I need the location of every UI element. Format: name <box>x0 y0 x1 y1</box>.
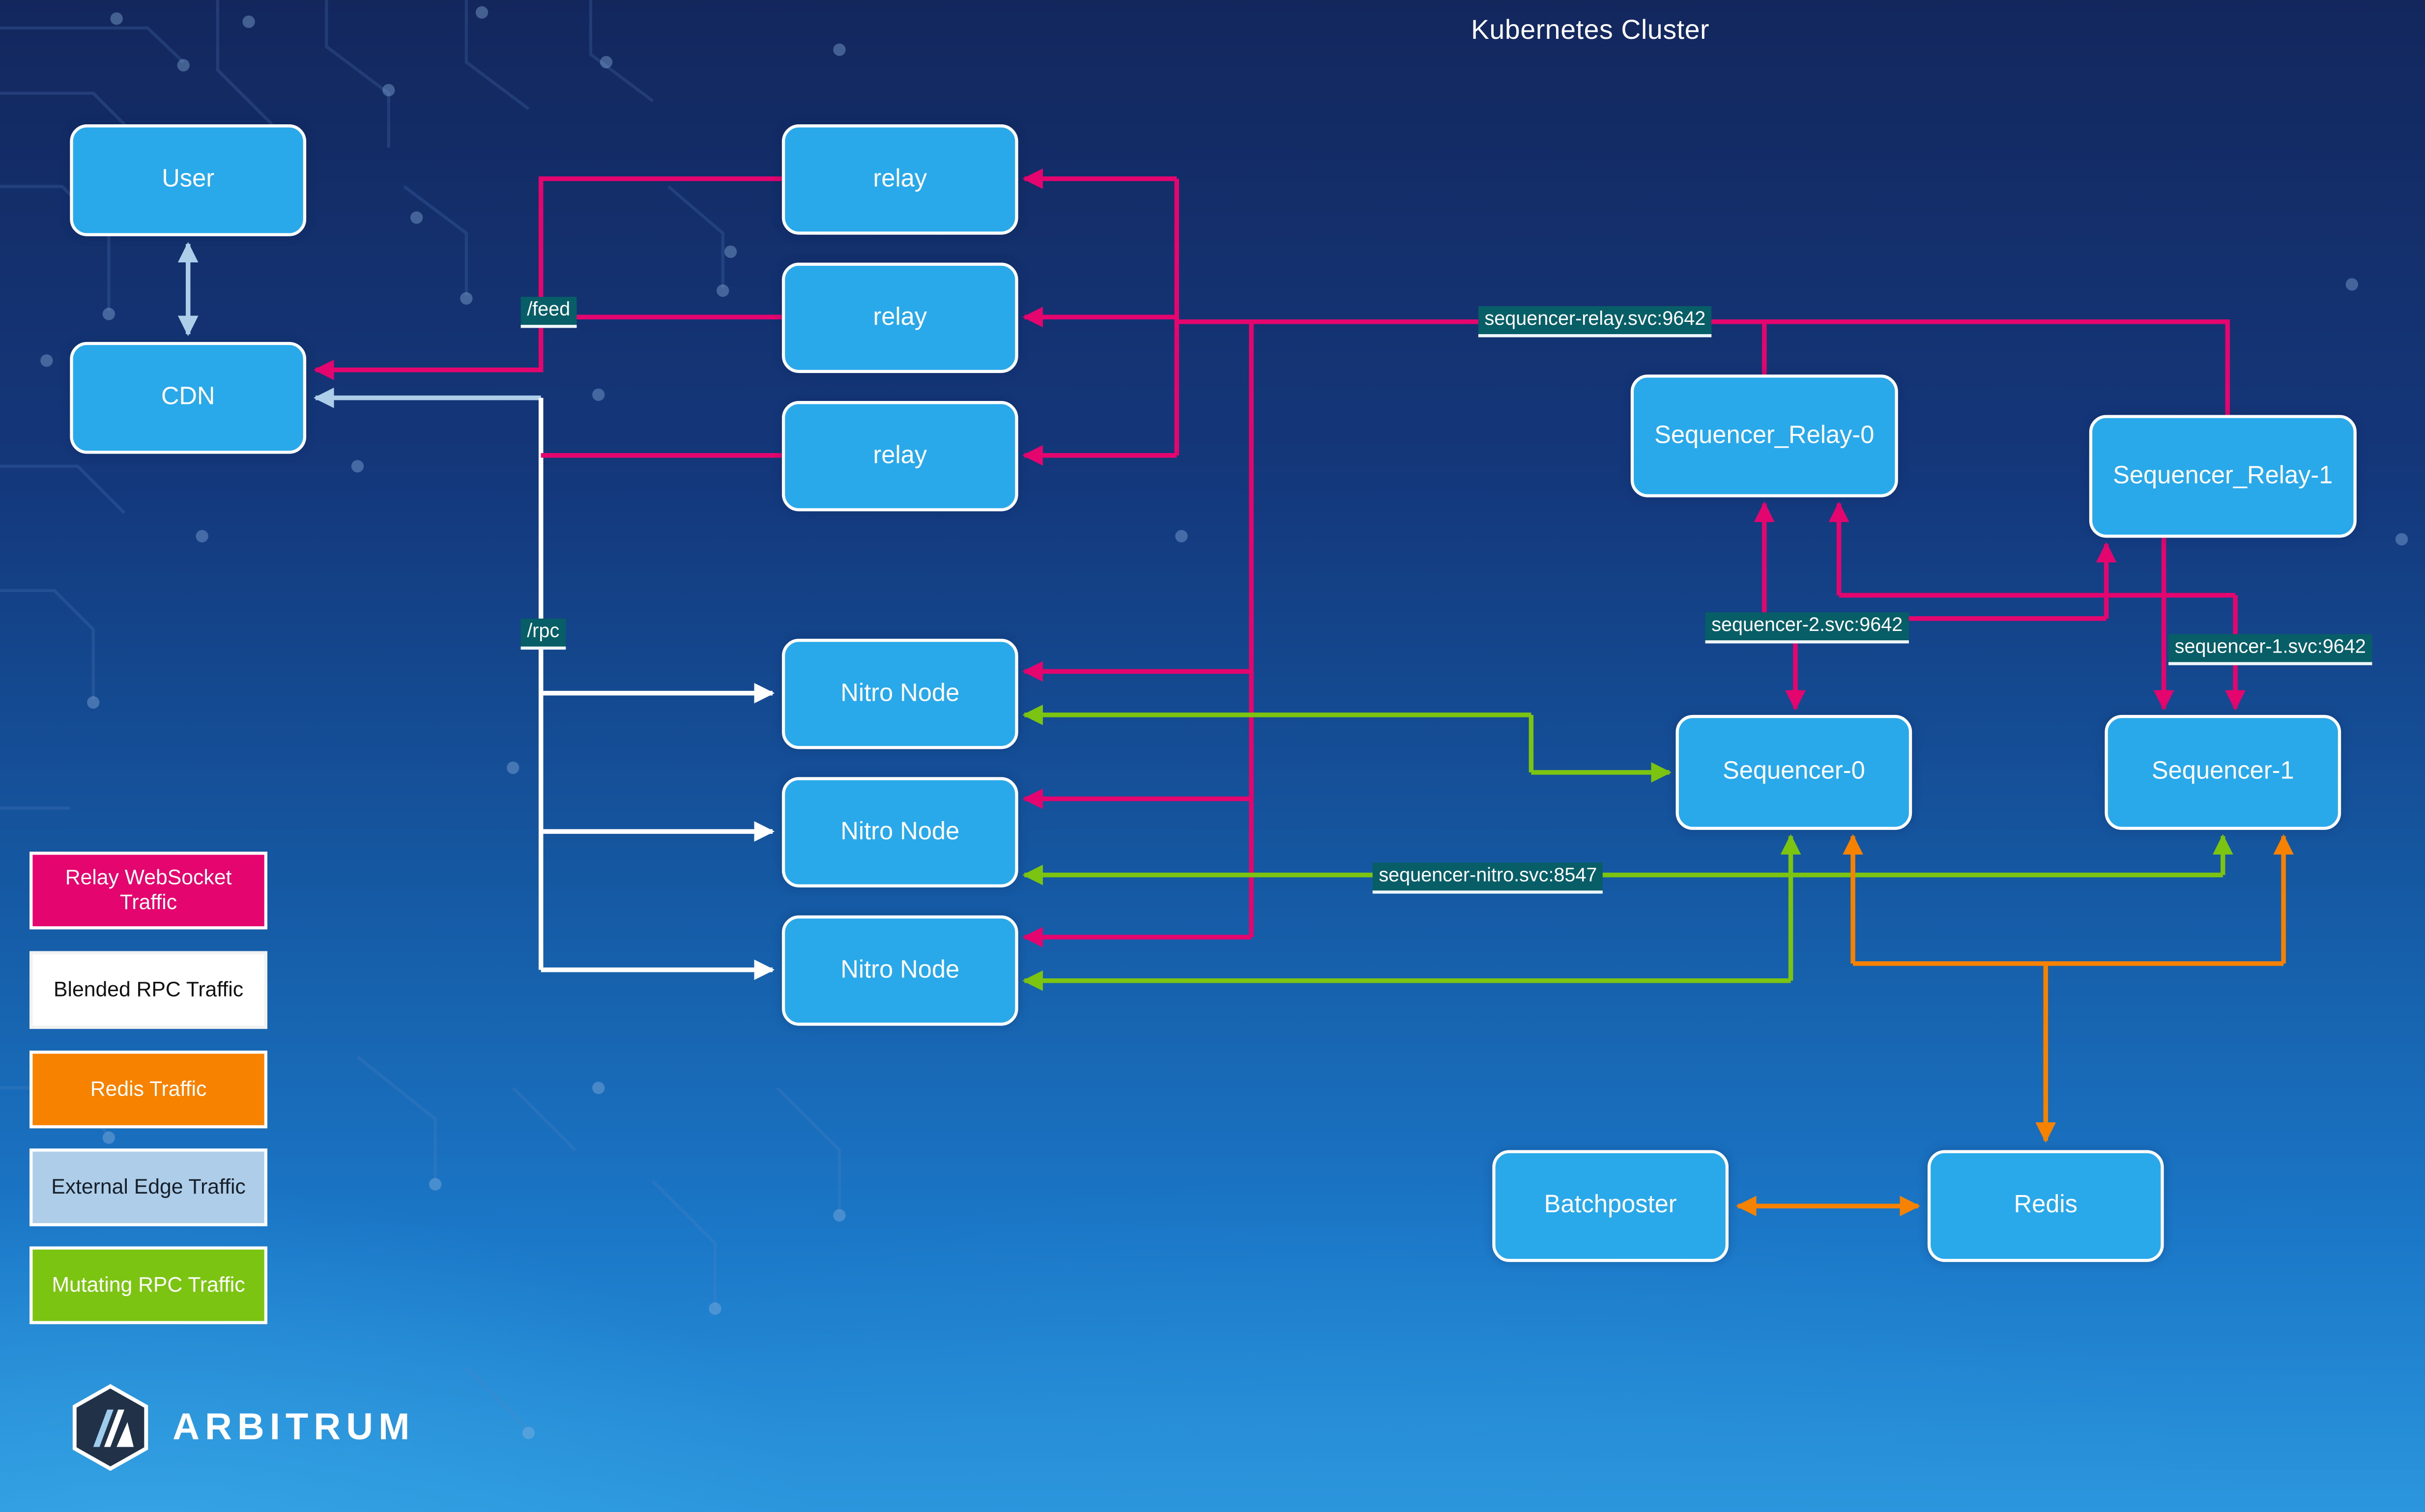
label-sequencer-relay-svc: sequencer-relay.svc:9642 <box>1478 306 1712 338</box>
legend-relay-websocket-traffic: Relay WebSocket Traffic <box>29 852 268 930</box>
node-user: User <box>70 124 307 236</box>
legend-external-edge-traffic: External Edge Traffic <box>29 1148 268 1227</box>
node-sequencer-relay-0: Sequencer_Relay-0 <box>1630 374 1898 498</box>
legend-mutating-rpc-traffic: Mutating RPC Traffic <box>29 1246 268 1324</box>
label-feed-path: /feed <box>520 297 577 328</box>
arbitrum-logo: ARBITRUM <box>70 1383 415 1472</box>
label-sequencer-2-svc: sequencer-2.svc:9642 <box>1705 612 1909 644</box>
node-sequencer-0: Sequencer-0 <box>1675 714 1912 830</box>
arbitrum-logo-text: ARBITRUM <box>173 1405 415 1448</box>
label-sequencer-1-svc: sequencer-1.svc:9642 <box>2168 634 2372 665</box>
node-cdn: CDN <box>70 342 307 454</box>
edge-relay-feed-to-cdn <box>313 176 782 380</box>
node-relay-2: relay <box>781 401 1018 512</box>
node-relay-1: relay <box>781 262 1018 373</box>
node-sequencer-relay-1: Sequencer_Relay-1 <box>2089 415 2357 538</box>
node-nitro-node-0: Nitro Node <box>781 638 1018 749</box>
legend-blended-rpc-traffic: Blended RPC Traffic <box>29 951 268 1029</box>
label-sequencer-nitro-svc: sequencer-nitro.svc:8547 <box>1372 862 1603 894</box>
diagram-title: Kubernetes Cluster <box>1471 14 1710 45</box>
node-batchposter: Batchposter <box>1492 1150 1729 1262</box>
node-sequencer-1: Sequencer-1 <box>2105 714 2341 830</box>
node-redis: Redis <box>1927 1150 2164 1262</box>
node-nitro-node-2: Nitro Node <box>781 915 1018 1026</box>
legend-redis-traffic: Redis Traffic <box>29 1051 268 1129</box>
label-rpc-path: /rpc <box>520 618 566 650</box>
arbitrum-logo-icon <box>72 1384 148 1471</box>
node-relay-0: relay <box>781 124 1018 235</box>
node-nitro-node-1: Nitro Node <box>781 777 1018 887</box>
circuit-pattern <box>0 0 841 1431</box>
